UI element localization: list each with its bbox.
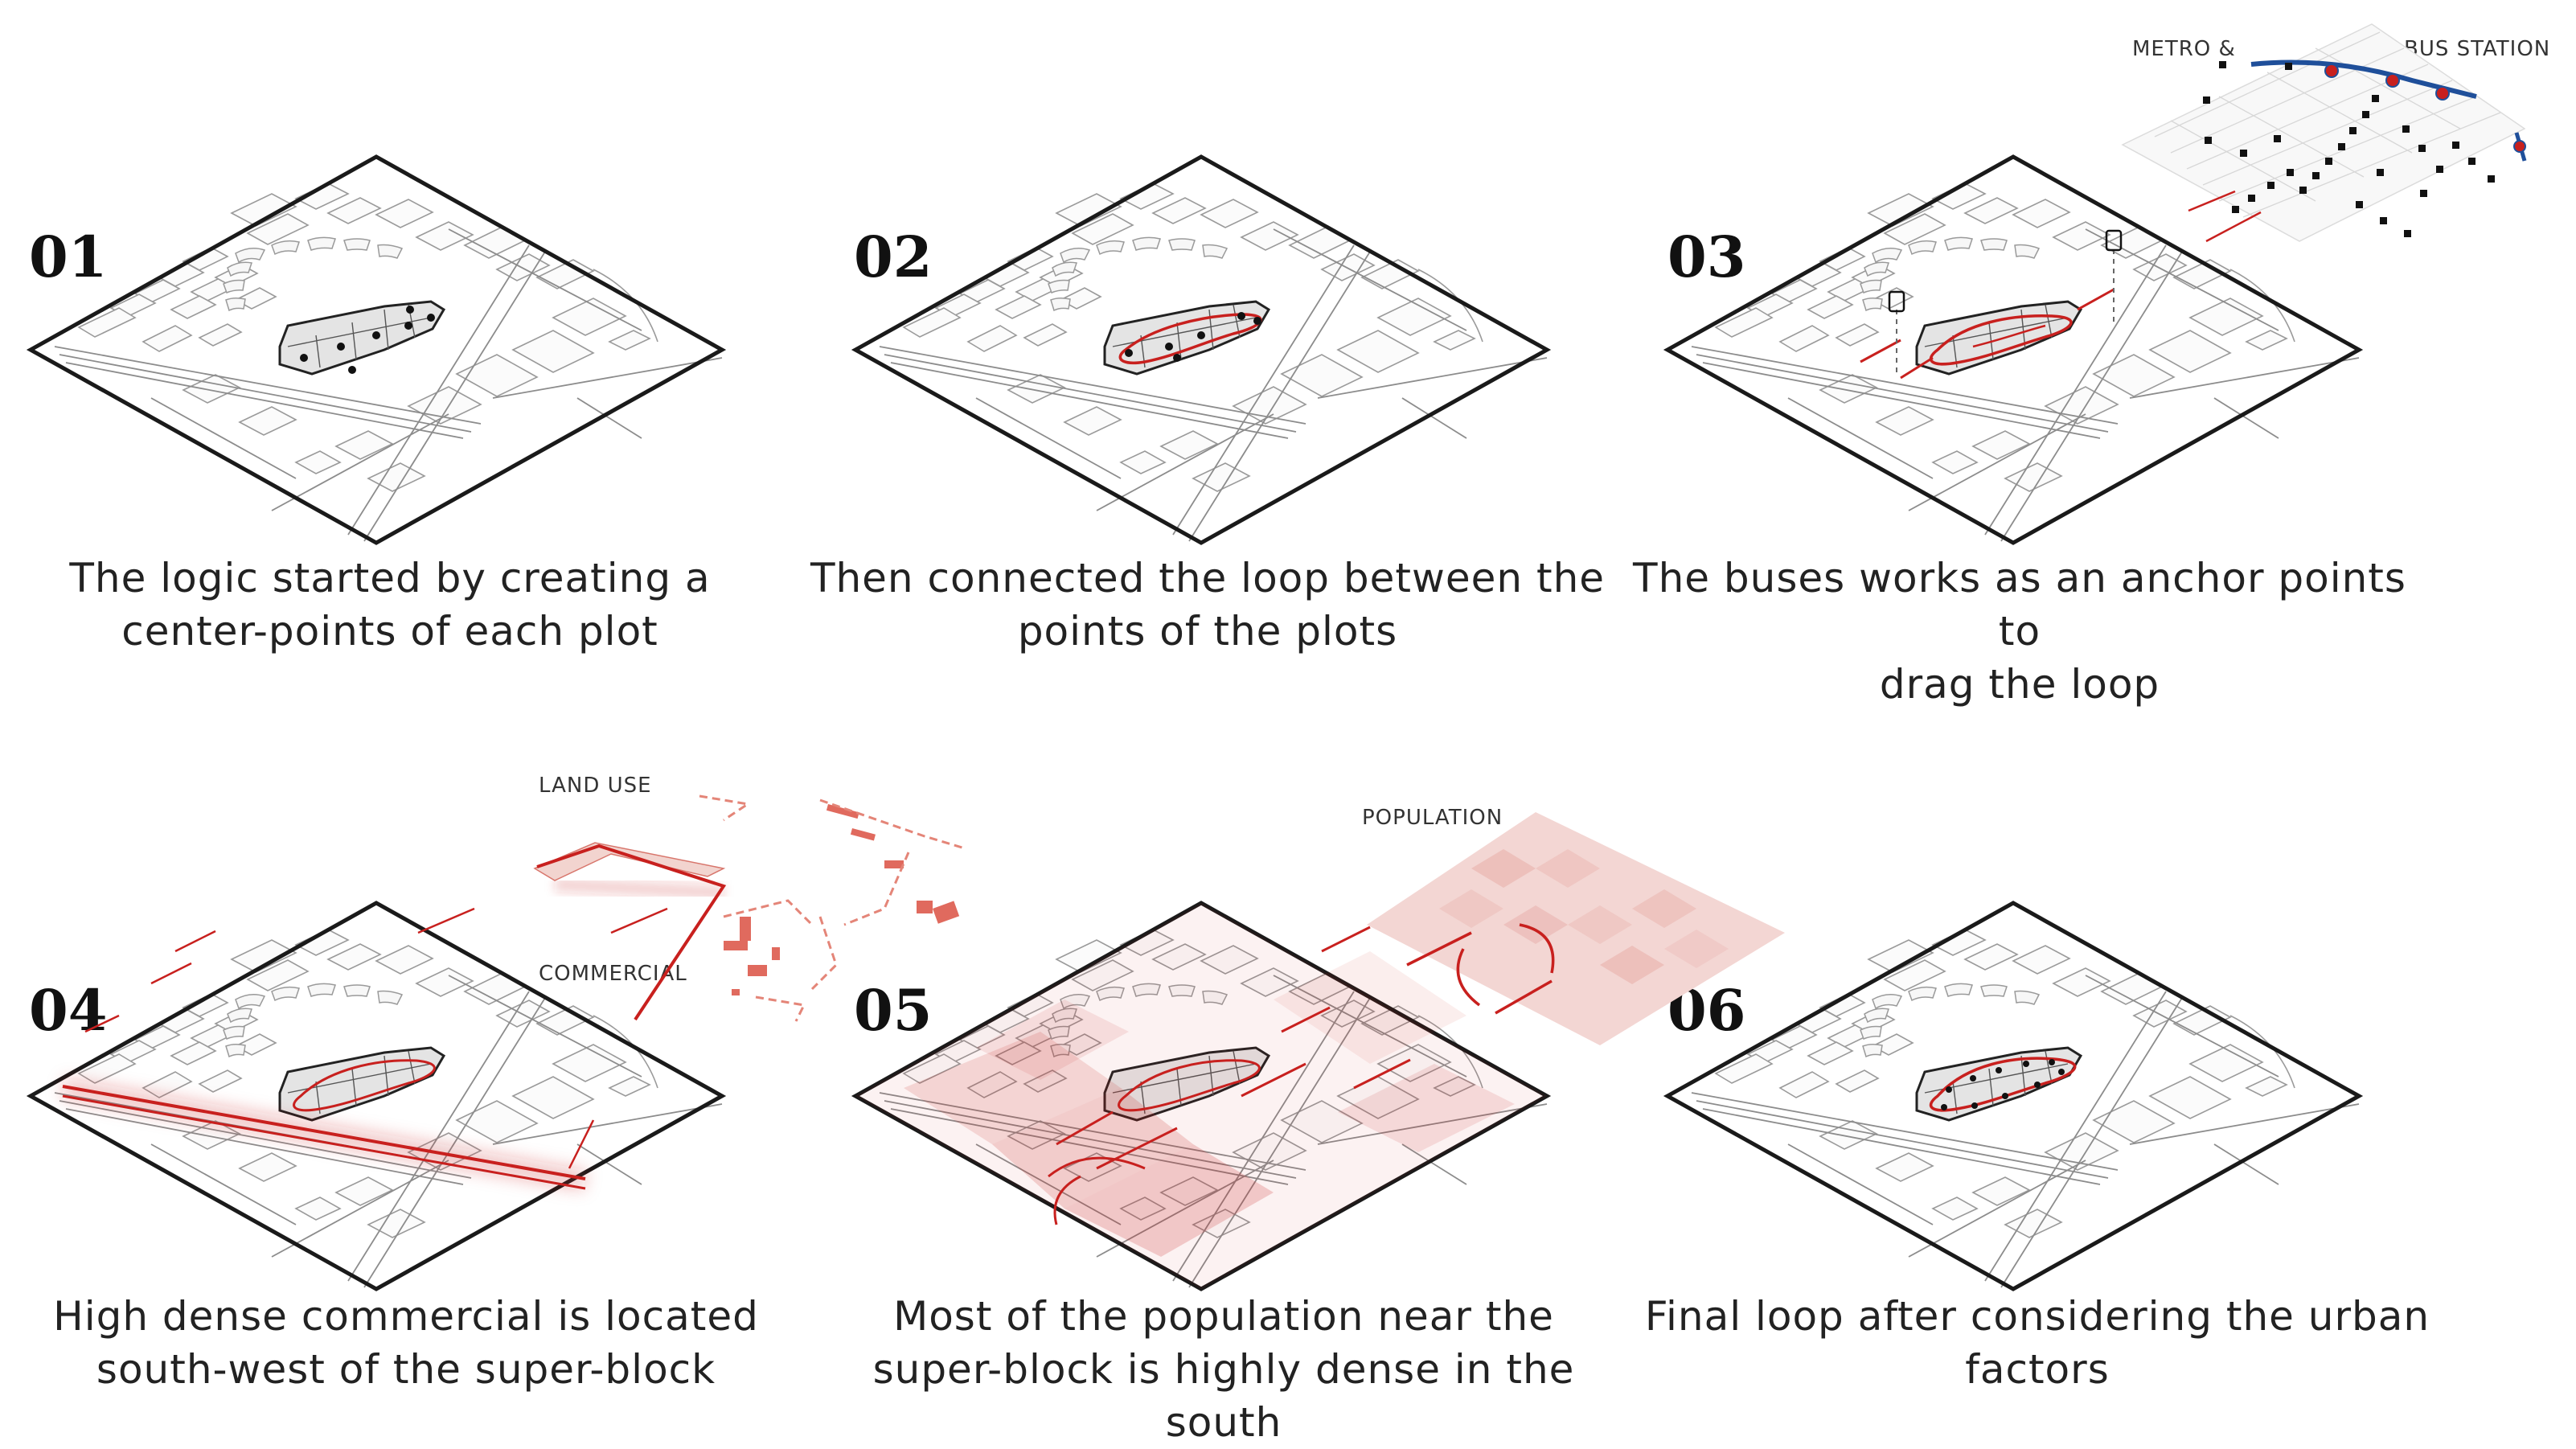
caption-line: south-west of the super-block [96,1346,716,1393]
caption-step-04: High dense commercial is located south-w… [4,1290,808,1396]
loop-line [1929,314,2073,366]
label-land-use: LAND USE [539,774,652,798]
step-number-01: 01 [29,224,108,290]
bus-icon [1888,229,2123,313]
label-metro: METRO & [2132,37,2236,61]
bus-drop-lines [1896,249,2115,374]
population-heatmap-layer [1367,812,1785,1045]
population-overlay [855,903,1547,1289]
caption-step-05: Most of the population near the super-bl… [822,1290,1626,1449]
map-step-01 [31,157,722,543]
final-loop [1929,1057,2077,1112]
caption-line: points of the plots [1017,608,1398,655]
caption-line: The logic started by creating a [69,555,711,601]
label-population: POPULATION [1362,806,1503,830]
map-step-05 [855,903,1547,1289]
loop-line [293,1059,436,1112]
map-step-06 [1667,903,2359,1289]
caption-line: drag the loop [1879,661,2160,708]
label-bus-station: BUS STATION [2404,37,2551,61]
commercial-glow [60,1078,588,1191]
loop-line [1118,1059,1261,1112]
map-step-03 [1667,157,2359,543]
caption-line: Final loop after considering the urban [1644,1293,2430,1340]
caption-line: center-points of each plot [121,608,658,655]
step-number-03: 03 [1667,224,1746,290]
diagram-graphics [0,23,2527,1401]
plot-center-points [300,306,435,374]
caption-step-02: Then connected the loop between the poin… [806,552,1610,658]
caption-step-01: The logic started by creating a center-p… [0,552,792,658]
diagram-stage: 01 02 03 04 05 06 The logic started by c… [0,23,2551,1446]
step-number-04: 04 [29,977,108,1044]
bus-anchor-lines [1860,288,2115,380]
loop-line [1118,313,1262,364]
caption-line: Then connected the loop between the [810,555,1606,601]
caption-step-06: Final loop after considering the urban f… [1635,1290,2439,1396]
step-number-05: 05 [854,977,933,1044]
metro-bus-network [2121,23,2527,243]
map-step-02 [855,157,1547,543]
land-use-layer [417,794,966,1022]
caption-step-03: The buses works as an anchor points to d… [1618,552,2422,711]
caption-line: factors [1965,1346,2110,1393]
map-step-04 [31,903,722,1289]
caption-line: High dense commercial is located [53,1293,759,1340]
caption-line: Most of the population near the [893,1293,1554,1340]
caption-line: The buses works as an anchor points to [1633,555,2406,655]
step-number-02: 02 [854,224,933,290]
